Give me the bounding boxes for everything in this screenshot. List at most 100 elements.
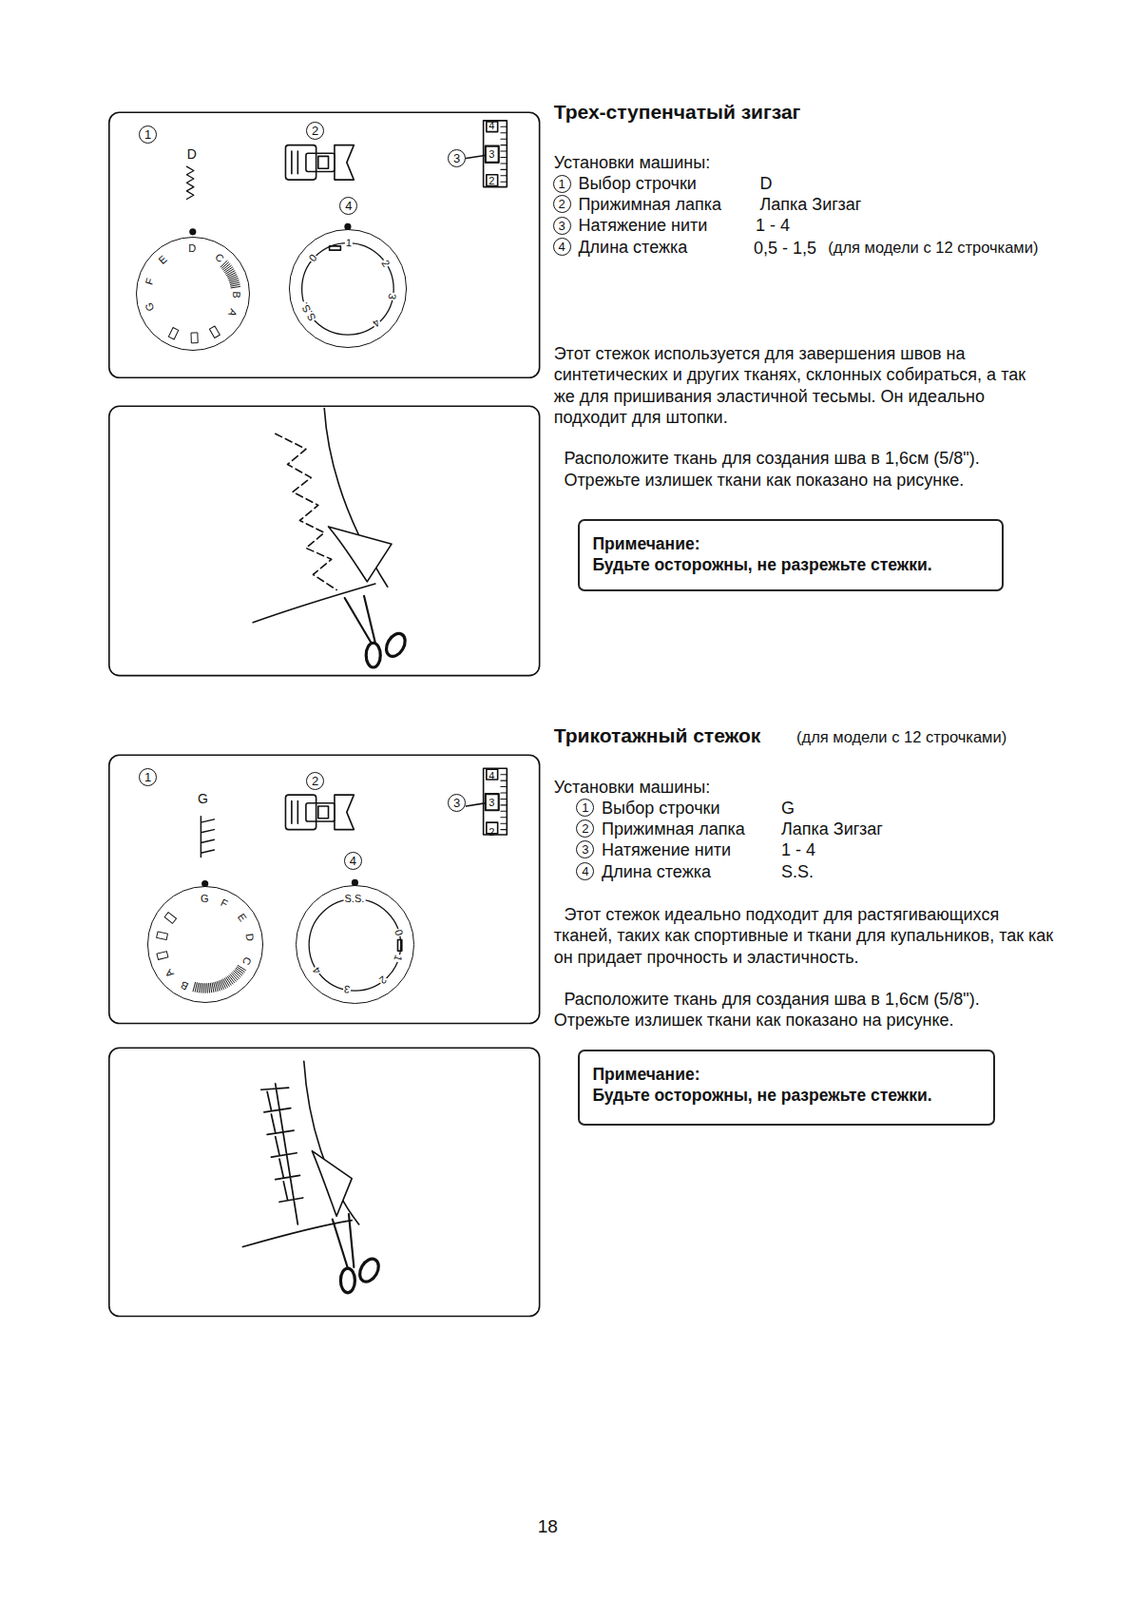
dial-marker <box>397 939 402 952</box>
page-number: 18 <box>537 1516 558 1537</box>
setting-name: Выбор строчки <box>577 172 696 195</box>
callout-text: 3 <box>453 152 461 165</box>
dial-mark: G <box>199 892 211 904</box>
callout-number: 4 <box>344 851 363 870</box>
index-dot <box>202 881 209 887</box>
dial-mark: E <box>234 910 250 925</box>
callout-text: 4 <box>349 854 357 867</box>
hatch-tick <box>213 982 216 992</box>
index-dot <box>352 880 359 886</box>
setting-name: Прижимная лапка <box>601 818 746 841</box>
hatch-tick <box>230 284 240 287</box>
tension-number: 4 <box>488 768 495 781</box>
panel-frame <box>109 112 540 378</box>
setting-value: S.S. <box>781 861 814 883</box>
stitch-symbol <box>200 816 214 858</box>
callout-number: 1 <box>553 174 572 193</box>
settings-heading: Установки машины: <box>554 152 711 174</box>
callout-text: 4 <box>558 240 566 253</box>
callout-text: 1 <box>581 801 589 814</box>
dial-mark: B <box>177 977 192 993</box>
zigzag-seam <box>275 433 337 590</box>
hatch-tick <box>208 982 211 993</box>
dial-mark: 0 <box>306 250 320 265</box>
dial-mark: F <box>142 275 156 288</box>
instruction: Расположите ткань для создания шва в 1,6… <box>563 447 1018 491</box>
hatch-tick <box>227 272 236 277</box>
dial-mark: 2 <box>379 256 393 269</box>
dial-mark: G <box>142 300 157 314</box>
presser-foot-icon <box>285 145 354 180</box>
dial-hatching <box>156 260 247 993</box>
instruction: Расположите ткань для создания шва в 1,6… <box>554 988 1039 1032</box>
dial-mark: A <box>225 306 240 320</box>
selector-dial: DCBAGFE <box>135 236 250 351</box>
callout-text: 3 <box>581 843 589 856</box>
hatch-tick <box>205 983 207 994</box>
scissors <box>382 630 409 660</box>
pattern-letter: D <box>187 147 197 162</box>
note-box: Примечание:Будьте осторожны, не разрежьт… <box>577 1049 996 1125</box>
setting-value: 0,5 - 1,5 <box>753 237 817 260</box>
callout-number: 1 <box>138 125 157 144</box>
note-heading: Примечание: <box>592 533 990 555</box>
callout-number: 1 <box>575 798 595 817</box>
hatch-tick <box>210 982 211 993</box>
hatch-tick <box>200 983 203 994</box>
scissors <box>356 1255 384 1285</box>
presser-foot-icon <box>285 794 354 829</box>
description: Этот стежок идеально подходит для растяг… <box>554 903 1056 969</box>
dial-mark: E <box>154 252 170 268</box>
hatch-tick <box>192 981 195 991</box>
setting-value: G <box>781 797 795 820</box>
tension-number: 2 <box>488 174 495 187</box>
hatch-tick <box>206 983 209 994</box>
callout-number: 4 <box>575 862 595 881</box>
callout-number: 3 <box>447 793 466 812</box>
callout-text: 3 <box>558 219 566 232</box>
callout-number: 1 <box>138 767 157 786</box>
hatch-tick <box>196 982 199 993</box>
callout-text: 2 <box>311 774 319 787</box>
buttonhole-icon <box>164 912 176 924</box>
callout-number: 4 <box>339 196 358 215</box>
setting-value: Лапка Зигзаг <box>759 193 862 216</box>
knit-seam <box>261 1083 304 1225</box>
buttonhole-icon <box>156 931 169 940</box>
selector-dial: GFEDCBA <box>147 885 264 1002</box>
tension-number: 3 <box>488 148 495 160</box>
scissors <box>365 642 381 668</box>
setting-name: Выбор строчки <box>601 797 720 820</box>
note-box: Примечание:Будьте осторожны, не разрежьт… <box>577 518 1003 592</box>
dial-inner-ring <box>308 899 402 992</box>
callout-number: 3 <box>575 840 595 859</box>
buttonhole-icon <box>156 951 169 960</box>
panel-frame <box>109 754 540 1023</box>
callout-number: 3 <box>553 216 572 235</box>
tension-dial-icon <box>465 120 507 188</box>
cut-flap <box>328 526 393 582</box>
setting-name: Длина стежка <box>601 861 711 883</box>
model-note: (для модели с 12 строчками) <box>796 726 1007 748</box>
callout-number: 2 <box>306 771 325 790</box>
dial-mark: S.S. <box>344 892 366 904</box>
hatch-tick <box>211 982 214 992</box>
callout-text: 4 <box>581 864 589 878</box>
dial-mark: F <box>218 895 231 910</box>
callout-text: 1 <box>144 128 152 141</box>
callout-number: 3 <box>447 149 466 168</box>
dial-mark: C <box>240 954 255 968</box>
callout-number: 2 <box>306 121 325 140</box>
dial-mark: S.S. <box>297 299 319 325</box>
section-title: Трех-ступенчатый зигзаг <box>554 101 802 124</box>
dial-mark: C <box>212 250 228 267</box>
index-dot <box>345 224 351 231</box>
buttonhole-icon <box>168 327 178 340</box>
tension-number: 3 <box>488 796 495 808</box>
index-dot <box>190 229 196 235</box>
setting-name: Прижимная лапка <box>577 193 722 216</box>
setting-name: Натяжение нити <box>577 214 708 237</box>
tension-number: 2 <box>488 824 495 837</box>
hatch-tick <box>221 979 226 989</box>
selector-dial: S.S.01234 <box>295 884 414 1003</box>
